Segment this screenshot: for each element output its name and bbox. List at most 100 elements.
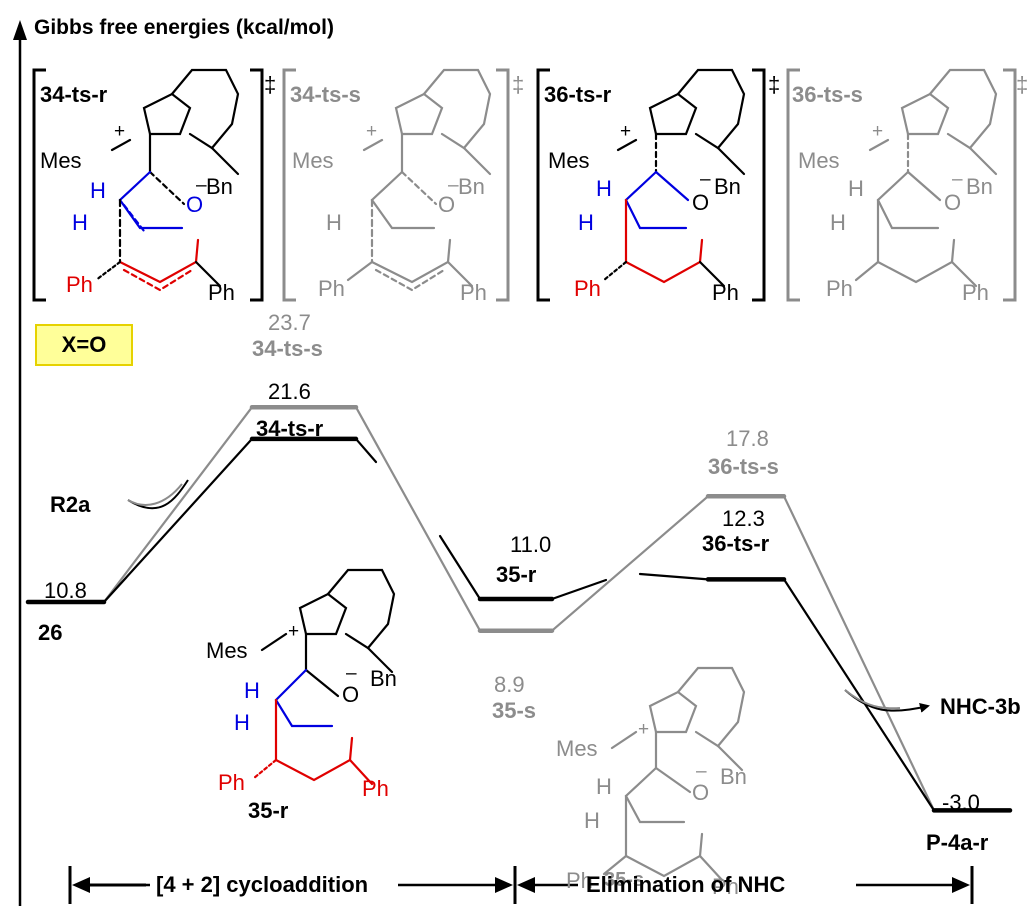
ts4-h2: H — [830, 210, 846, 235]
ts4-h1: H — [848, 176, 864, 201]
ts3-label: 36-ts-r — [544, 82, 612, 107]
ts2-o: O — [438, 192, 456, 217]
level-35-s-energy: 8.9 — [494, 672, 525, 697]
ts3-bn: Bn — [714, 174, 741, 199]
structure-34-ts-s — [346, 68, 492, 292]
int-r-h1: H — [244, 678, 260, 703]
ts3-dagger: ‡ — [768, 72, 781, 97]
axis-title: Gibbs free energies (kcal/mol) — [34, 16, 334, 39]
ts3-h1: H — [596, 176, 612, 201]
stage-arrowheads — [72, 877, 970, 893]
int-r-o: O — [342, 682, 360, 707]
ts1-mes: Mes — [40, 148, 82, 173]
ts2-minus: – — [448, 175, 459, 196]
ts2-plus: + — [366, 121, 378, 142]
ts3-plus: + — [620, 121, 632, 142]
int-s-minus: – — [696, 761, 707, 782]
path-r-fall-1a — [354, 437, 378, 464]
int-r-ph1: Ph — [218, 770, 245, 795]
ts1-bn: Bn — [206, 174, 233, 199]
level-35-r-label: 35-r — [496, 562, 537, 587]
level-P-4a-r-label: P-4a-r — [926, 830, 989, 855]
int-s-h1: H — [596, 774, 612, 799]
ts4-plus: + — [872, 121, 884, 142]
int-r-ph2: Ph — [362, 776, 389, 801]
int-r-mes: Mes — [206, 638, 248, 663]
ts1-minus: – — [196, 175, 207, 196]
level-36-ts-s-label: 36-ts-s — [708, 454, 779, 479]
ts3-h2: H — [578, 210, 594, 235]
path-s-fall-2 — [782, 495, 936, 812]
energy-axis — [13, 20, 27, 906]
int-r-h2: H — [234, 710, 250, 735]
path-r-rise-2a — [550, 578, 608, 601]
reagent-curves — [127, 479, 930, 713]
ts2-ph1: Ph — [318, 276, 345, 301]
level-34-ts-s-label: 34-ts-s — [252, 336, 323, 361]
ts1-ph2: Ph — [208, 280, 235, 305]
ts-brackets — [32, 68, 1017, 302]
ts4-ph2: Ph — [962, 280, 989, 305]
ts2-mes: Mes — [292, 148, 334, 173]
ts4-label: 36-ts-s — [792, 82, 863, 107]
structure-34-ts-r — [94, 68, 240, 292]
ts4-minus: – — [952, 169, 963, 190]
path-s-rise-2 — [550, 495, 710, 632]
int-s-ph2: Ph — [712, 874, 739, 899]
int-s-o: O — [692, 780, 710, 805]
ts3-ph2: Ph — [712, 280, 739, 305]
level-34-ts-s-energy: 23.7 — [268, 310, 311, 335]
level-34-ts-r-energy: 21.6 — [268, 379, 311, 404]
ts1-label: 34-ts-r — [40, 82, 108, 107]
ts3-minus: – — [700, 169, 711, 190]
path-r-fall-1b — [438, 534, 482, 601]
structure-36-ts-s — [854, 68, 998, 288]
ts1-dagger: ‡ — [264, 72, 277, 97]
ts2-label: 34-ts-s — [290, 82, 361, 107]
ts2-h1: H — [326, 210, 342, 235]
int-s-label: 35-s — [604, 869, 645, 891]
int-s-ph1: Ph — [566, 868, 593, 893]
ts1-plus: + — [114, 121, 126, 142]
ts3-ph1: Ph — [574, 276, 601, 301]
path-s-fall-1 — [354, 406, 482, 632]
path-s-rise-1 — [102, 406, 254, 604]
int-r-plus: + — [288, 621, 300, 642]
path-r-rise-2b — [638, 572, 710, 581]
ts1-h2: H — [72, 210, 88, 235]
reagent-out-label: NHC-3b — [940, 694, 1021, 719]
level-35-r-energy: 11.0 — [510, 532, 552, 557]
level-26-label: 26 — [38, 620, 63, 645]
ts3-o: O — [692, 190, 710, 215]
structure-35-s — [602, 666, 746, 882]
ts2-dagger: ‡ — [512, 72, 525, 97]
level-36-ts-s-energy: 17.8 — [726, 426, 769, 451]
level-26-energy: 10.8 — [44, 578, 87, 603]
int-s-h2: H — [584, 808, 600, 833]
ts4-mes: Mes — [798, 148, 840, 173]
level-35-s-label: 35-s — [492, 698, 537, 723]
ts2-bn: Bn — [458, 174, 485, 199]
level-34-ts-r-label: 34-ts-r — [256, 416, 324, 441]
int-r-label: 35-r — [248, 798, 289, 823]
energy-profile — [25, 404, 1013, 813]
level-36-ts-r-label: 36-ts-r — [702, 531, 770, 556]
int-s-plus: + — [638, 719, 650, 740]
structure-36-ts-r — [602, 68, 746, 288]
level-P-4a-r-energy: -3.0 — [942, 790, 980, 815]
int-r-minus: – — [346, 663, 357, 684]
reagent-in-label: R2a — [50, 492, 91, 517]
ts3-mes: Mes — [548, 148, 590, 173]
ts1-ph1: Ph — [66, 272, 93, 297]
path-r-rise-1 — [102, 437, 254, 604]
stage-elimination: Elimination of NHC — [586, 872, 786, 897]
ts4-dagger: ‡ — [1016, 72, 1029, 97]
ts2-ph2: Ph — [460, 280, 487, 305]
int-s-mes: Mes — [556, 736, 598, 761]
ts1-o: O — [186, 192, 204, 217]
stage-cycloaddition: [4 + 2] cycloaddition — [156, 872, 369, 897]
ts4-o: O — [944, 190, 962, 215]
condition-badge: X=O — [35, 324, 133, 366]
ts1-h1: H — [90, 178, 106, 203]
